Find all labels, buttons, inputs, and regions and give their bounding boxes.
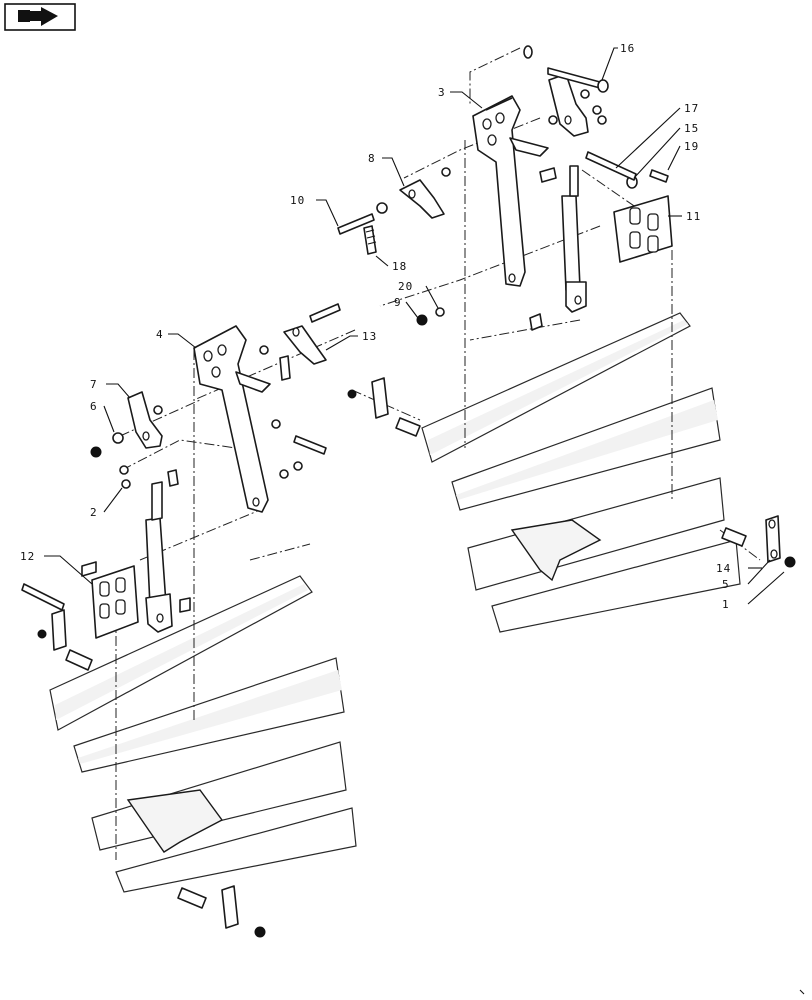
callout-4: 4 bbox=[156, 328, 197, 349]
svg-text:13: 13 bbox=[362, 330, 377, 343]
svg-text:16: 16 bbox=[620, 42, 635, 55]
callout-2: 2 bbox=[90, 487, 123, 519]
callout-7: 7 bbox=[90, 378, 131, 399]
spring-18 bbox=[363, 225, 377, 255]
callout-8: 8 bbox=[368, 152, 405, 187]
latch-plate-7 bbox=[90, 391, 163, 458]
right-belt-guide bbox=[510, 519, 602, 582]
svg-text:5: 5 bbox=[722, 578, 730, 591]
right-upper-belt bbox=[421, 312, 691, 463]
latch-plate-8 bbox=[399, 167, 451, 219]
svg-text:2: 2 bbox=[90, 506, 98, 519]
callout-5: 5 bbox=[722, 559, 771, 591]
callout-6: 6 bbox=[90, 400, 115, 433]
svg-text:3: 3 bbox=[438, 86, 446, 99]
callout-3: 3 bbox=[438, 86, 483, 109]
left-belt-guide bbox=[126, 789, 224, 853]
bracket-arm-4 bbox=[193, 325, 271, 513]
svg-text:6: 6 bbox=[90, 400, 98, 413]
svg-text:15: 15 bbox=[684, 122, 699, 135]
svg-text:11: 11 bbox=[686, 210, 701, 223]
svg-text:18: 18 bbox=[392, 260, 407, 273]
callout-13: 13 bbox=[325, 330, 377, 351]
link-left-lower bbox=[177, 885, 266, 938]
svg-text:12: 12 bbox=[20, 550, 35, 563]
link-center-right bbox=[347, 377, 421, 437]
callout-10: 10 bbox=[290, 194, 339, 227]
right-lower-belt bbox=[467, 477, 741, 633]
bolts-left-center bbox=[271, 419, 327, 479]
nut-9-washer-20 bbox=[416, 307, 445, 326]
corner-mark bbox=[799, 989, 805, 995]
hydraulic-cylinder-right bbox=[529, 165, 587, 331]
callout-18: 18 bbox=[375, 255, 407, 273]
callout-16: 16 bbox=[601, 42, 635, 81]
bracket-arm-3 bbox=[472, 95, 549, 287]
left-middle-belt bbox=[73, 657, 345, 773]
callout-17: 17 bbox=[615, 102, 699, 169]
bolt-10 bbox=[337, 202, 388, 235]
nuts-washers-right-top bbox=[548, 89, 607, 125]
svg-text:8: 8 bbox=[368, 152, 376, 165]
svg-text:9: 9 bbox=[394, 296, 402, 309]
callout-19: 19 bbox=[667, 140, 699, 171]
callout-15: 15 bbox=[633, 122, 699, 179]
svg-text:10: 10 bbox=[290, 194, 305, 207]
svg-text:17: 17 bbox=[684, 102, 699, 115]
svg-text:14: 14 bbox=[716, 562, 731, 575]
mount-plate-12 bbox=[21, 561, 139, 639]
link-left-upper bbox=[37, 609, 93, 671]
right-middle-belt bbox=[451, 387, 721, 511]
callout-9: 9 bbox=[394, 296, 419, 319]
link-5-pin-14-nut-1 bbox=[721, 515, 796, 568]
next-page-arrow-icon[interactable] bbox=[4, 3, 76, 31]
svg-text:1: 1 bbox=[722, 598, 730, 611]
svg-text:19: 19 bbox=[684, 140, 699, 153]
hydraulic-cylinder-left bbox=[119, 465, 191, 633]
callout-20: 20 bbox=[398, 280, 439, 309]
bolt-17 bbox=[585, 151, 637, 181]
left-lower-belt bbox=[91, 741, 357, 893]
mount-plate-11 bbox=[613, 169, 673, 263]
svg-text:7: 7 bbox=[90, 378, 98, 391]
svg-text:4: 4 bbox=[156, 328, 164, 341]
bolt-16 bbox=[523, 45, 609, 93]
callout-11: 11 bbox=[668, 210, 701, 223]
callout-14: 14 bbox=[716, 562, 762, 575]
callout-12: 12 bbox=[20, 550, 93, 585]
latch-plate-13 bbox=[259, 303, 341, 381]
svg-text:20: 20 bbox=[398, 280, 413, 293]
callout-1: 1 bbox=[722, 571, 785, 611]
